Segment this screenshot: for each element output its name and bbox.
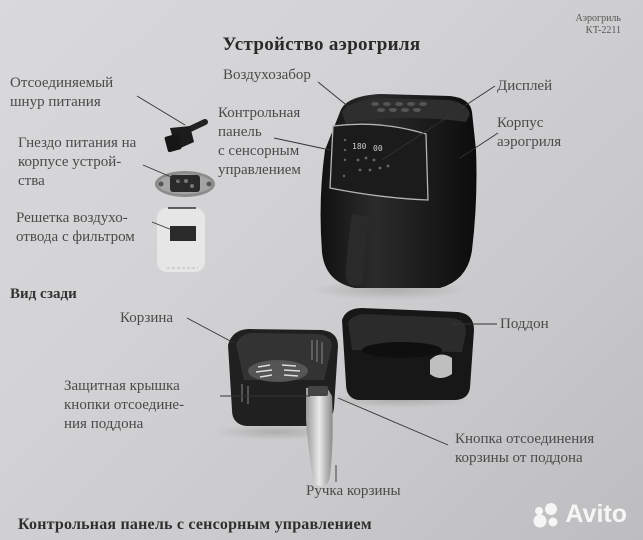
label-release-button: Кнопка отсоединения корзины от поддона <box>455 431 595 466</box>
power-socket-image <box>155 171 215 197</box>
air-fryer-image: 180 00 <box>310 94 477 300</box>
label-basket: Корзина <box>120 310 174 326</box>
leader-lines <box>136 81 499 482</box>
control-panel-section-heading: Контрольная панель с сенсорным управлени… <box>18 516 372 533</box>
basket-image <box>213 329 338 487</box>
label-power-cord: Отсоединяемый шнур питания <box>10 75 114 110</box>
pan-image <box>330 308 474 408</box>
header-brand-name: Аэрогриль <box>575 13 621 24</box>
avito-watermark: Avito <box>531 500 627 529</box>
label-power-socket: Гнездо питания на корпусе устрой- ства <box>18 135 137 189</box>
label-air-intake: Воздухозабор <box>223 67 311 83</box>
document-header: Аэрогриль KT-2211 <box>575 13 621 37</box>
page-title: Устройство аэрогриля <box>222 34 421 55</box>
rear-view-heading: Вид сзади <box>10 286 77 302</box>
svg-text:00: 00 <box>373 144 383 153</box>
label-control-panel: Контрольная панель с сенсорным управлени… <box>218 105 301 178</box>
label-display: Дисплей <box>497 78 553 94</box>
svg-text:180: 180 <box>352 142 367 151</box>
header-model-number: KT-2211 <box>585 25 621 36</box>
label-housing: Корпус аэрогриля <box>497 115 562 150</box>
avito-dots-icon <box>533 502 558 527</box>
label-air-filter: Решетка воздухо- отвода с фильтром <box>16 210 135 245</box>
label-protective-cover: Защитная крышка кнопки отсоедине- ния по… <box>64 378 185 432</box>
label-basket-handle: Ручка корзины <box>306 483 401 499</box>
power-cord-image <box>164 119 208 153</box>
air-filter-image <box>157 207 205 272</box>
label-pan: Поддон <box>500 316 549 332</box>
watermark-text: Avito <box>565 500 627 528</box>
